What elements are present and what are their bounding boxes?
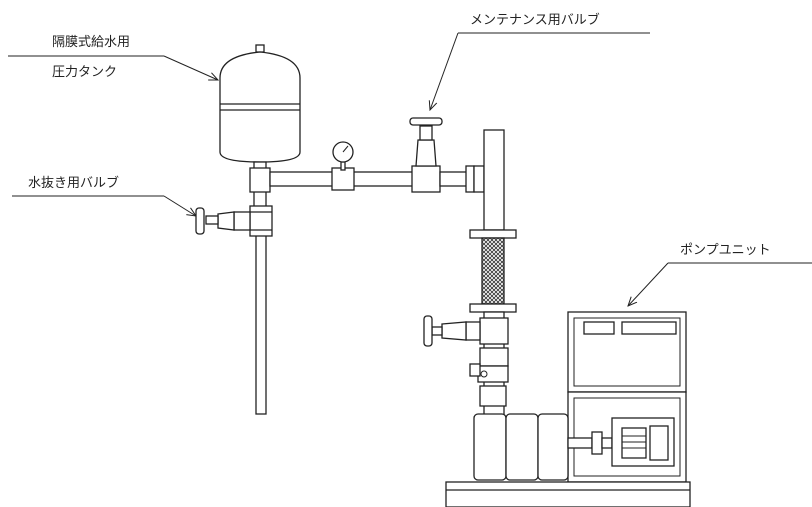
header-pipe	[269, 141, 421, 191]
right-riser	[469, 129, 517, 417]
pump-tank-3	[537, 413, 569, 481]
drain-valve-stem	[205, 215, 219, 225]
pump-base	[445, 481, 691, 507]
maintenance-valve-body	[411, 165, 441, 193]
tank-label-line1: 隔膜式給水用	[52, 35, 130, 50]
drain-valve-label: 水抜き用バルブ	[28, 175, 119, 191]
drain-valve-body	[233, 211, 251, 231]
tank-top-fitting	[255, 44, 265, 53]
panel-display-right	[621, 321, 677, 335]
flange-right	[473, 165, 485, 193]
pump-valve-body	[465, 321, 481, 341]
panel-display-left	[583, 321, 615, 335]
flange-left	[465, 165, 475, 193]
gauge-needle	[342, 145, 349, 153]
strainer-flange-top	[469, 229, 517, 239]
pump-tank-2	[505, 413, 539, 481]
tank-leader-line	[163, 55, 218, 80]
motor-fan-cover	[621, 427, 647, 459]
strainer-mesh	[481, 237, 505, 305]
gauge-stem	[340, 161, 346, 171]
pump-enclosure-inner	[573, 397, 681, 477]
drain-leader-line	[163, 195, 196, 216]
motor-end	[649, 425, 669, 461]
pump-valve-bonnet	[441, 321, 467, 341]
left-riser-pipe	[249, 167, 273, 415]
left-tee	[249, 167, 271, 193]
pump-unit	[445, 311, 691, 507]
control-panel-inner	[573, 317, 681, 387]
gauge-tee	[331, 167, 355, 191]
strainer-flange-bottom	[469, 303, 517, 313]
check-valve-body	[479, 347, 509, 367]
pump-unit-label: ポンプユニット	[680, 243, 771, 258]
pressure-tank	[219, 44, 301, 171]
label-drain-valve: 水抜き用バルブ	[12, 175, 196, 216]
maintenance-valve-yoke	[419, 125, 433, 141]
right-pipe-upper	[483, 129, 505, 231]
label-tank: 隔膜式給水用 圧力タンク	[8, 35, 218, 80]
check-valve-indicator	[480, 370, 488, 378]
maintenance-leader-line	[430, 32, 459, 110]
left-pipe-lower	[255, 231, 267, 415]
label-maintenance-valve: メンテナンス用バルブ	[430, 12, 650, 110]
pump-valve-stem	[431, 326, 443, 336]
pump-shaft	[567, 437, 593, 449]
side-plug	[469, 363, 481, 377]
drain-tee	[249, 205, 273, 237]
tank-body	[219, 51, 301, 163]
gate-valve-icon	[423, 315, 433, 347]
pump-shaft-2	[601, 437, 613, 449]
pump-side-valve	[423, 315, 481, 347]
maintenance-valve-label: メンテナンス用バルブ	[470, 12, 600, 28]
drain-valve-bonnet	[217, 211, 235, 231]
label-pump-unit: ポンプユニット	[628, 243, 812, 306]
pump-tank-1	[473, 413, 507, 481]
pump-leader-line	[628, 262, 669, 306]
gate-valve-icon	[409, 117, 443, 126]
gate-valve-icon	[195, 207, 205, 235]
maintenance-valve	[409, 117, 485, 193]
check-valve-lower	[477, 365, 509, 383]
maintenance-valve-bonnet	[415, 139, 437, 167]
riser-bottom-fitting	[479, 385, 507, 407]
riser-tee	[479, 317, 509, 345]
pump-coupling	[591, 431, 603, 455]
tank-label-line2: 圧力タンク	[52, 65, 117, 80]
drain-valve	[195, 207, 251, 235]
